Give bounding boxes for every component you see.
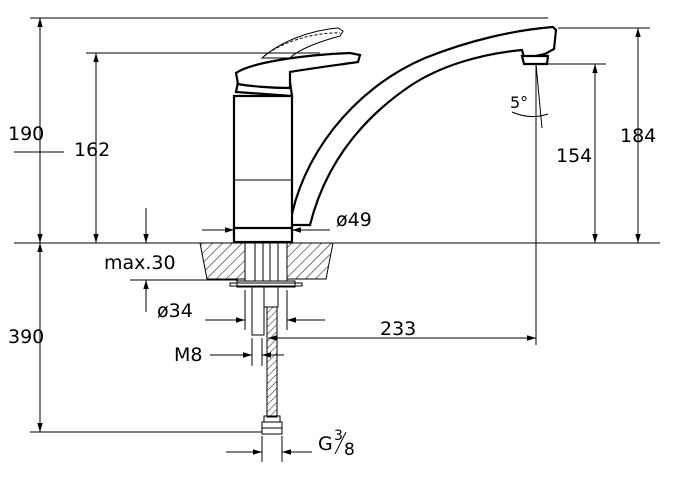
dim-max30 xyxy=(130,208,238,312)
counter-hatch-right xyxy=(286,242,334,280)
label-g38-prefix: G xyxy=(318,433,333,455)
body-collar xyxy=(232,226,294,244)
label-g38-den: 8 xyxy=(344,440,355,460)
dim-390 xyxy=(30,243,262,433)
body-column xyxy=(232,94,294,237)
label-154: 154 xyxy=(556,145,592,167)
lever-handle xyxy=(234,51,362,90)
counter-section xyxy=(199,242,334,288)
label-49: ø49 xyxy=(336,209,372,231)
dim-162 xyxy=(86,52,320,243)
supply-hoses xyxy=(251,286,283,435)
label-34: ø34 xyxy=(157,300,193,322)
dim-184 xyxy=(558,27,650,243)
label-184: 184 xyxy=(620,125,656,147)
label-190: 190 xyxy=(8,123,44,145)
counter-hatch-left xyxy=(199,242,246,280)
label-5deg: 5° xyxy=(510,93,528,112)
label-g38: G 3 8 xyxy=(318,428,355,460)
dim-m8 xyxy=(210,338,284,366)
label-390: 390 xyxy=(8,326,44,348)
label-162: 162 xyxy=(74,139,110,161)
label-g38-num: 3 xyxy=(334,428,343,444)
spout xyxy=(288,25,558,227)
dim-g38 xyxy=(226,436,312,462)
braided-hose xyxy=(266,306,278,418)
dim-190 xyxy=(14,17,548,243)
label-m8: M8 xyxy=(174,344,202,366)
aerator xyxy=(520,54,550,66)
label-233: 233 xyxy=(380,318,416,340)
dim-154 xyxy=(546,63,606,243)
faucet-body xyxy=(232,25,558,244)
label-max30: max.30 xyxy=(104,252,176,274)
dim-angle xyxy=(511,63,549,129)
lever-ghost-outline xyxy=(260,27,344,59)
dim-34 xyxy=(205,290,325,330)
